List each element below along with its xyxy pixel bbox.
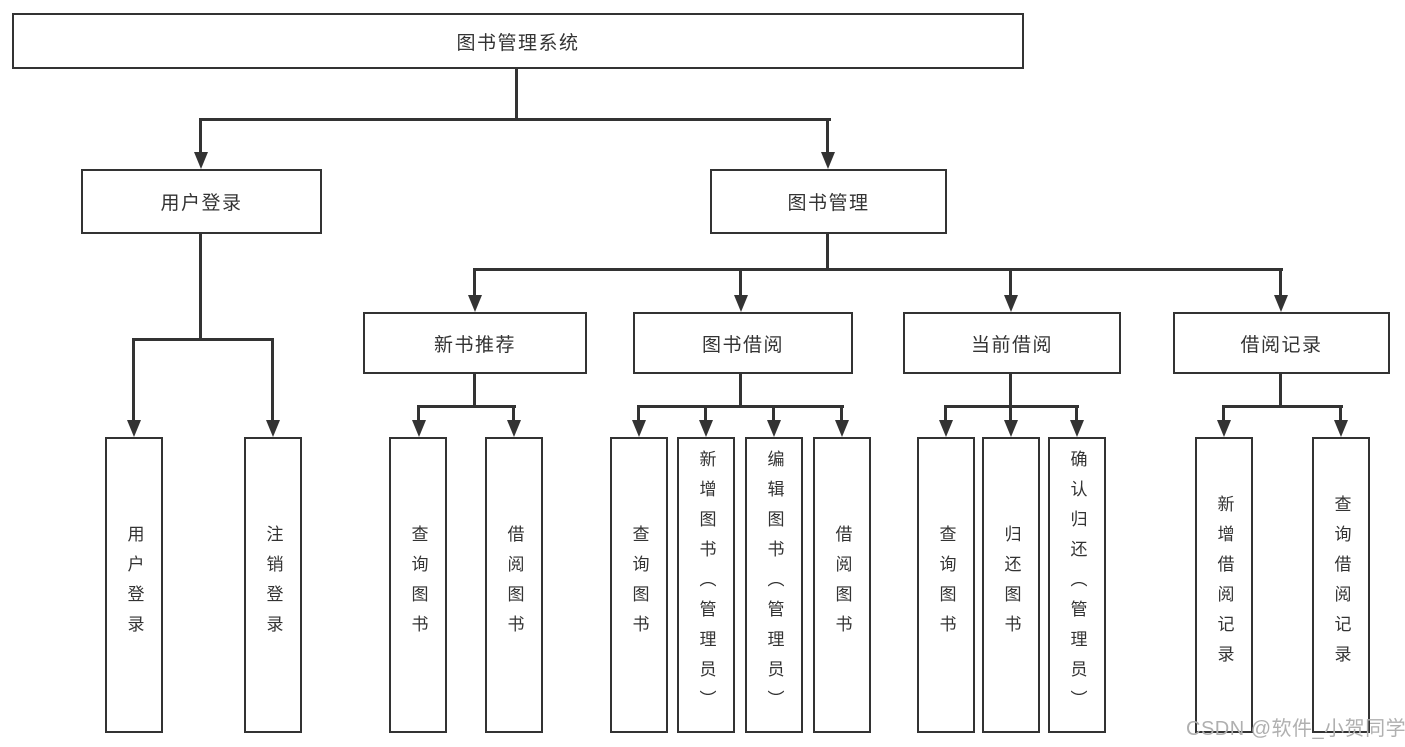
connector-line [199, 121, 202, 152]
arrowhead-down-icon [266, 420, 280, 437]
leaf-add-book-admin: 新增图书（管理员） [677, 437, 735, 733]
connector-line [739, 271, 742, 296]
node-label: 新增图书（管理员） [696, 450, 716, 720]
connector-line [739, 374, 742, 408]
node-label: 编辑图书（管理员） [764, 450, 784, 720]
connector-line [417, 408, 420, 420]
node-label: 查询借阅记录 [1331, 495, 1351, 675]
connector-line [1009, 408, 1012, 420]
connector-line [473, 268, 1283, 271]
arrowhead-down-icon [632, 420, 646, 437]
leaf-add-borrow-record: 新增借阅记录 [1195, 437, 1253, 733]
node-label: 图书管理系统 [456, 32, 580, 54]
arrowhead-down-icon [835, 420, 849, 437]
arrowhead-down-icon [412, 420, 426, 437]
node-new-book-recommendation: 新书推荐 [363, 312, 587, 374]
arrowhead-down-icon [194, 152, 208, 169]
leaf-search-books-current: 查询图书 [917, 437, 975, 733]
connector-line [132, 341, 135, 420]
node-label: 图书借阅 [701, 334, 784, 356]
connector-line [1222, 405, 1343, 408]
leaf-confirm-return-admin: 确认归还（管理员） [1048, 437, 1106, 733]
watermark: CSDN @软件_小贺同学 [1186, 718, 1405, 740]
node-label: 图书管理 [787, 193, 870, 214]
arrowhead-down-icon [468, 295, 482, 312]
connector-line [772, 408, 775, 420]
leaf-borrow-books-recommend: 借阅图书 [485, 437, 543, 733]
connector-line [515, 69, 518, 120]
connector-line [826, 121, 829, 152]
node-label: 借阅图书 [504, 525, 524, 645]
arrowhead-down-icon [1334, 420, 1348, 437]
connector-line [271, 341, 274, 420]
connector-line [1222, 408, 1225, 420]
connector-line [826, 234, 829, 271]
node-label: 新增借阅记录 [1214, 495, 1234, 675]
arrowhead-down-icon [767, 420, 781, 437]
arrowhead-down-icon [1004, 420, 1018, 437]
connector-line [637, 408, 640, 420]
node-label: 归还图书 [1001, 525, 1021, 645]
node-label: 用户登录 [160, 193, 243, 214]
node-label: 借阅图书 [832, 525, 852, 645]
connector-line [199, 234, 202, 341]
connector-line [132, 338, 274, 341]
node-label: 新书推荐 [433, 334, 516, 356]
connector-line [1009, 271, 1012, 296]
arrowhead-down-icon [939, 420, 953, 437]
arrowhead-down-icon [734, 295, 748, 312]
connector-line [1339, 408, 1342, 420]
connector-line [473, 271, 476, 296]
arrowhead-down-icon [699, 420, 713, 437]
connector-line [199, 118, 831, 121]
arrowhead-down-icon [127, 420, 141, 437]
node-label: 注销登录 [263, 525, 283, 645]
connector-line [512, 408, 515, 420]
connector-line [473, 374, 476, 408]
node-label: 当前借阅 [970, 334, 1053, 356]
leaf-search-books-recommend: 查询图书 [389, 437, 447, 733]
connector-line [417, 405, 516, 408]
arrowhead-down-icon [821, 152, 835, 169]
connector-line [1009, 374, 1012, 408]
node-library-management-system: 图书管理系统 [12, 13, 1024, 69]
node-label: 查询图书 [936, 525, 956, 645]
node-user-login: 用户登录 [81, 169, 322, 234]
node-book-borrowing: 图书借阅 [633, 312, 853, 374]
node-label: 借阅记录 [1240, 334, 1323, 356]
connector-line [944, 408, 947, 420]
connector-line [1075, 408, 1078, 420]
node-borrow-records: 借阅记录 [1173, 312, 1390, 374]
leaf-borrow-books-borrowing: 借阅图书 [813, 437, 871, 733]
leaf-return-books: 归还图书 [982, 437, 1040, 733]
arrowhead-down-icon [1070, 420, 1084, 437]
connector-line [704, 408, 707, 420]
node-book-management: 图书管理 [710, 169, 947, 234]
arrowhead-down-icon [1274, 295, 1288, 312]
connector-line [1279, 271, 1282, 296]
connector-line [637, 405, 844, 408]
node-label: 用户登录 [124, 525, 144, 645]
node-current-borrowing: 当前借阅 [903, 312, 1121, 374]
leaf-edit-book-admin: 编辑图书（管理员） [745, 437, 803, 733]
arrowhead-down-icon [1217, 420, 1231, 437]
leaf-search-books-borrowing: 查询图书 [610, 437, 668, 733]
arrowhead-down-icon [507, 420, 521, 437]
connector-line [1279, 374, 1282, 408]
connector-line [944, 405, 1079, 408]
connector-line [840, 408, 843, 420]
arrowhead-down-icon [1004, 295, 1018, 312]
leaf-logout-login: 注销登录 [244, 437, 302, 733]
node-label: 查询图书 [629, 525, 649, 645]
leaf-search-borrow-record: 查询借阅记录 [1312, 437, 1370, 733]
node-label: 查询图书 [408, 525, 428, 645]
node-label: 确认归还（管理员） [1067, 450, 1087, 720]
leaf-user-login: 用户登录 [105, 437, 163, 733]
